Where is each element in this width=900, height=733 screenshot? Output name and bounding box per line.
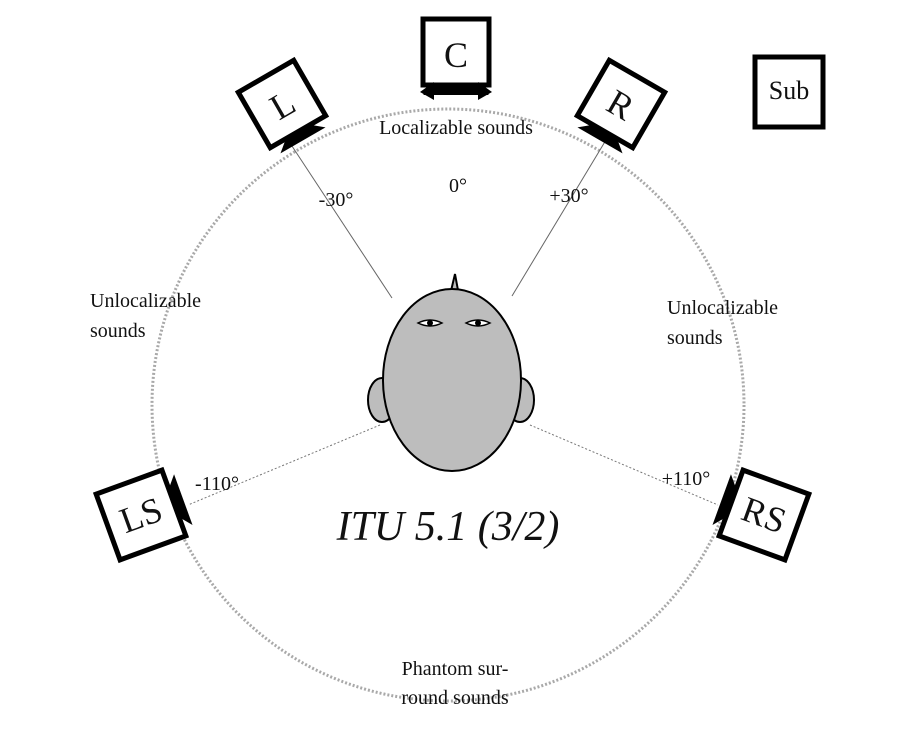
angle-left-surround: -110° [195,473,239,495]
diagram-title: ITU 5.1 (3/2) [336,504,560,550]
speaker-r-driver [577,124,623,154]
speaker-c: C [420,16,492,100]
angle-center: 0° [449,175,467,197]
head-outline [382,288,522,472]
speaker-r: R [573,56,669,154]
right-pupil [475,320,481,326]
region-rear-line1: Phantom sur- [402,658,509,680]
angle-right: +30° [549,185,588,207]
speaker-sub-label: Sub [769,76,809,105]
speaker-rs-driver [712,474,737,525]
speaker-rs: RS [712,466,813,564]
speaker-ls-driver [168,474,193,525]
line-to-right-surround [529,424,719,506]
left-pupil [427,320,433,326]
region-front-label: Localizable sounds [379,117,533,139]
region-rear-line2: round sounds [401,687,508,709]
region-left-line1: Unlocalizable [90,290,201,312]
speaker-c-right-arrow [478,82,492,100]
speaker-c-driver [423,84,489,95]
angle-right-surround: +110° [662,468,711,490]
speaker-l-driver [280,124,326,154]
speaker-c-left-arrow [420,82,434,100]
speaker-c-label: C [444,35,468,75]
line-to-left [287,139,393,299]
region-right-line2: sounds [667,327,723,349]
speaker-sub: Sub [752,54,826,130]
line-to-left-surround [187,424,381,506]
angle-left: -30° [319,189,354,211]
line-to-right [511,139,607,297]
region-right-line1: Unlocalizable [667,297,778,319]
speaker-ls: LS [92,466,193,564]
region-left-line2: sounds [90,320,146,342]
listener-head [367,273,535,472]
listening-circle [150,107,746,703]
speaker-l: L [234,56,330,154]
